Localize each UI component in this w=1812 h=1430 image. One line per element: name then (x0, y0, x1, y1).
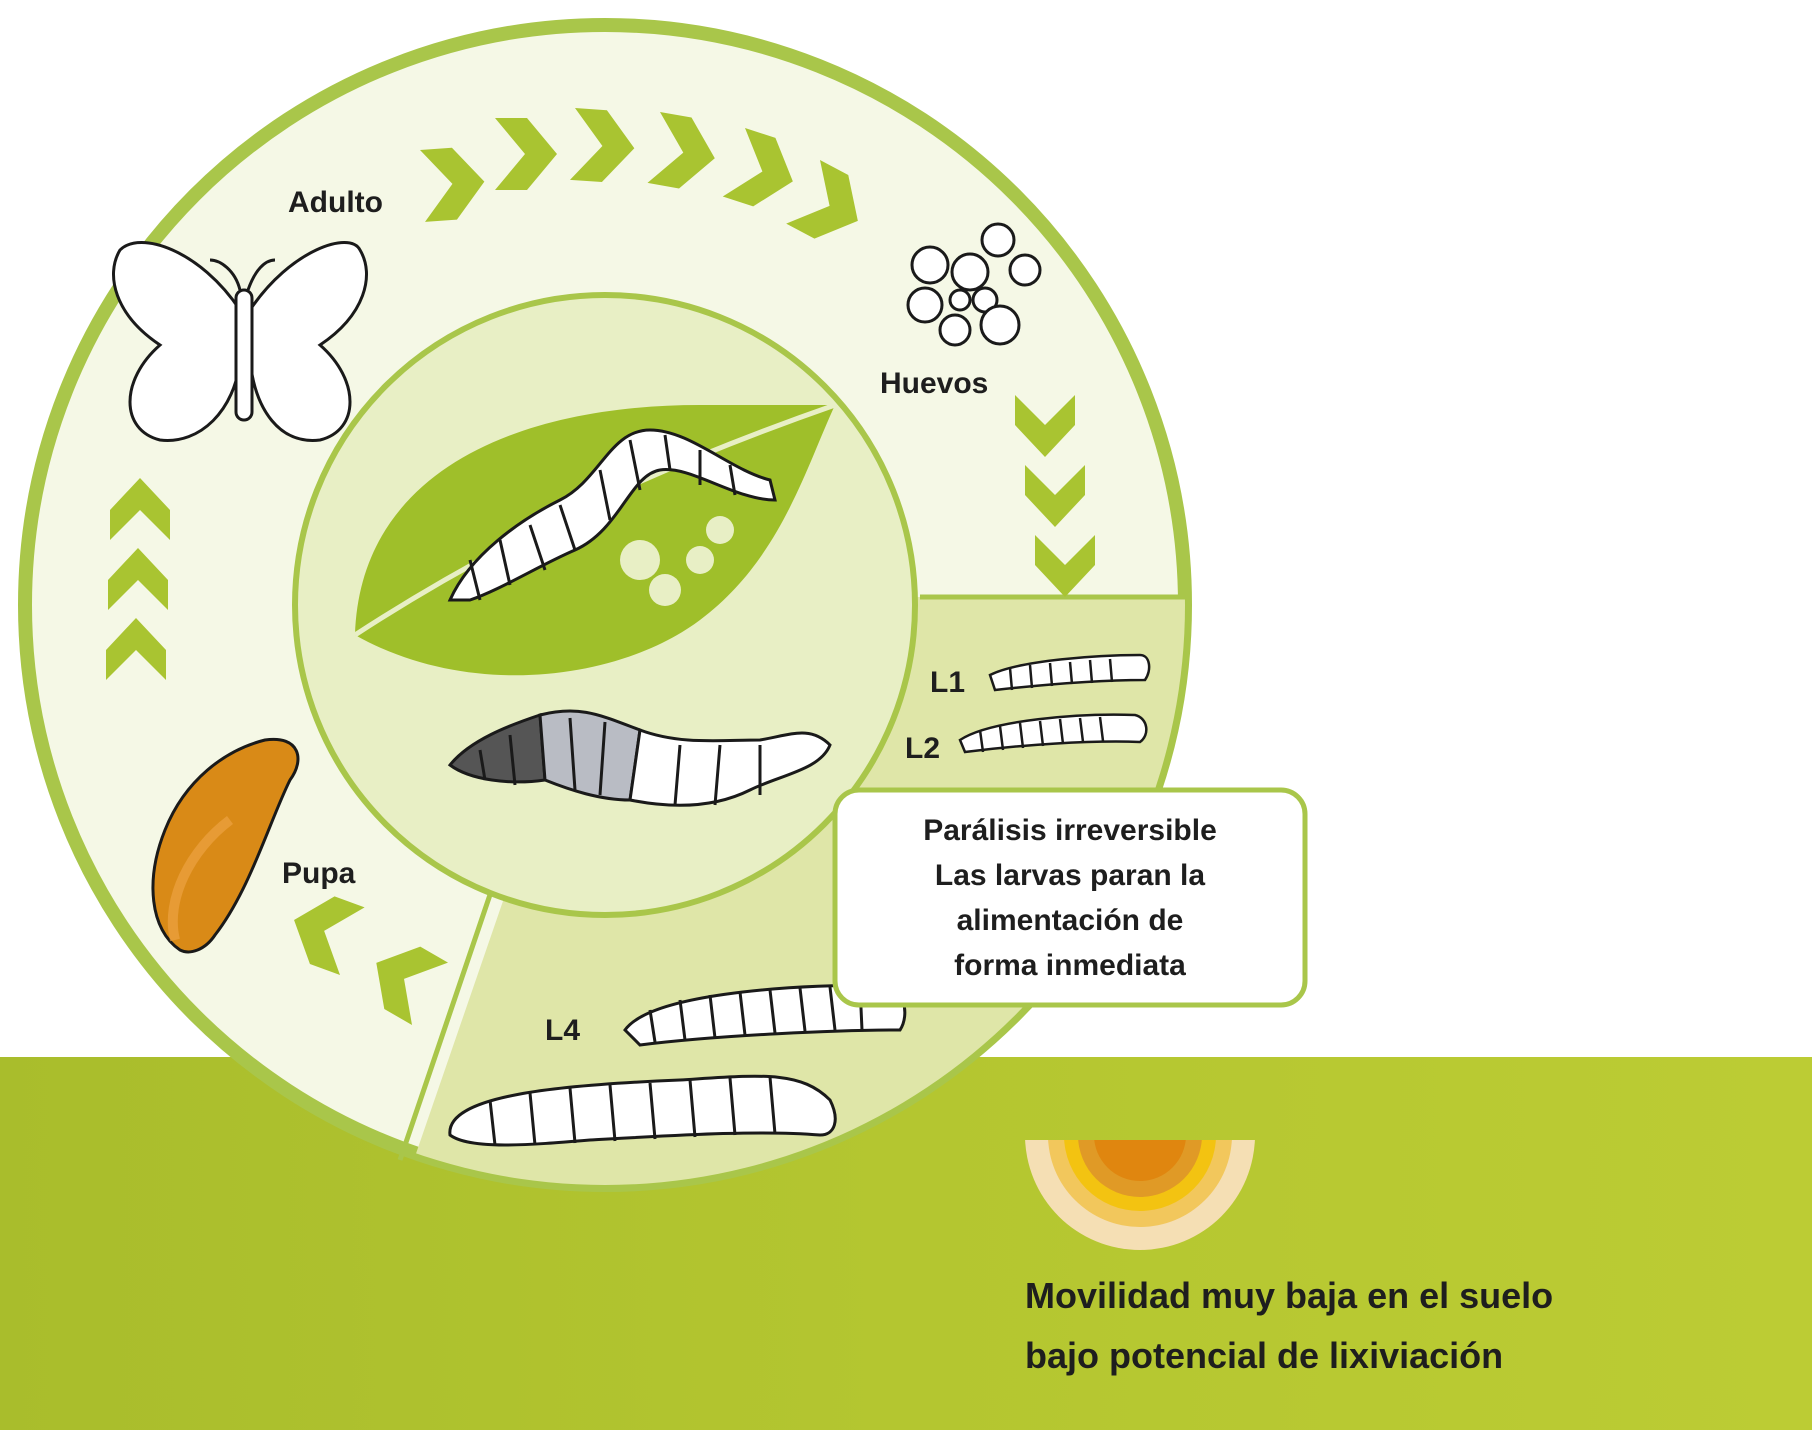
effect-line-1: Parálisis irreversible (923, 814, 1217, 847)
effect-line-3: alimentación de (957, 904, 1184, 937)
effect-line-2: Las larvas paran la (935, 859, 1205, 892)
soil-note-line-2: bajo potencial de lixiviación (1025, 1335, 1503, 1376)
label-l2: L2 (905, 732, 940, 765)
soil-note-line-1: Movilidad muy baja en el suelo (1025, 1275, 1553, 1316)
label-adult: Adulto (288, 186, 383, 219)
effect-line-4: forma inmediata (954, 949, 1186, 982)
label-eggs: Huevos (880, 367, 988, 400)
label-pupa: Pupa (282, 857, 356, 890)
cycle-arrows-left (106, 478, 170, 680)
label-l4: L4 (545, 1014, 580, 1047)
ground-band (0, 1057, 1812, 1430)
label-l1: L1 (930, 666, 965, 699)
effect-callout: Parálisis irreversible Las larvas paran … (835, 790, 1305, 1005)
